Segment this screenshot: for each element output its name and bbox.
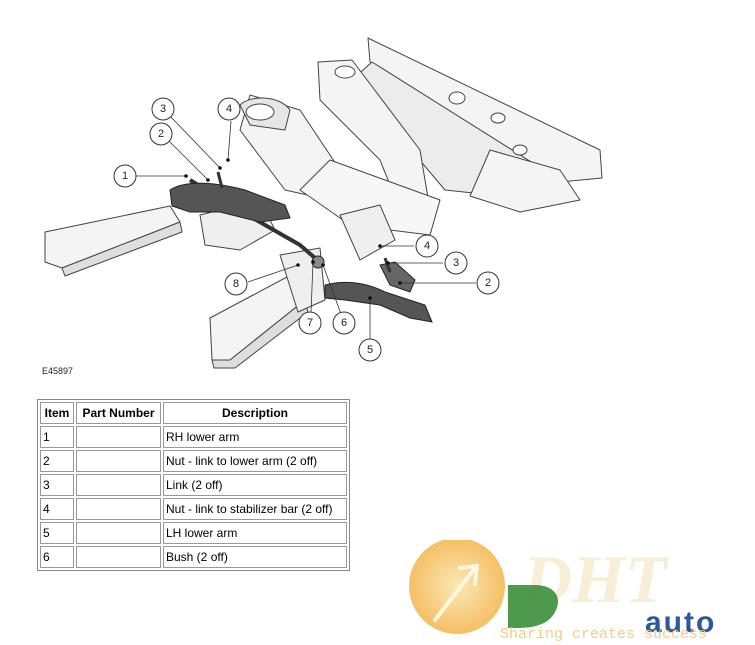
cell-item: 4 — [40, 498, 74, 520]
lh-arm-front — [379, 261, 416, 293]
callout-2-lh: 2 — [476, 271, 500, 295]
rh-lower-arm — [169, 182, 291, 223]
callout-2-rh: 2 — [149, 122, 173, 146]
cell-part-number — [76, 450, 161, 472]
header-item: Item — [40, 402, 74, 424]
brand-text: auto — [645, 606, 716, 639]
header-description: Description — [163, 402, 347, 424]
cell-item: 3 — [40, 474, 74, 496]
callout-4-rh: 4 — [217, 97, 241, 121]
callout-3-lh: 3 — [444, 251, 468, 275]
figure-code: E45897 — [42, 366, 74, 376]
header-part-number: Part Number — [76, 402, 161, 424]
table-row: 5 LH lower arm — [40, 522, 347, 544]
suspension-diagram: 1 2 3 4 5 6 7 8 2 3 4 — [44, 37, 603, 369]
svg-text:4: 4 — [424, 240, 430, 252]
callout-dots — [184, 158, 402, 300]
callout-7: 7 — [298, 311, 322, 335]
svg-text:7: 7 — [307, 317, 313, 329]
table-row: 4 Nut - link to stabilizer bar (2 off) — [40, 498, 347, 520]
cell-part-number — [76, 426, 161, 448]
svg-text:2: 2 — [485, 277, 491, 289]
svg-text:2: 2 — [158, 128, 164, 140]
cell-description: LH lower arm — [163, 522, 347, 544]
callout-1: 1 — [113, 164, 137, 188]
svg-text:8: 8 — [233, 278, 239, 290]
cell-item: 1 — [40, 426, 74, 448]
cell-description: RH lower arm — [163, 426, 347, 448]
cell-item: 5 — [40, 522, 74, 544]
callout-6: 6 — [332, 311, 356, 335]
svg-text:3: 3 — [453, 257, 459, 269]
cell-description: Nut - link to lower arm (2 off) — [163, 450, 347, 472]
callout-4-lh: 4 — [415, 234, 439, 258]
lh-link — [383, 257, 392, 273]
orange-circle-logo — [409, 540, 505, 634]
cell-item: 2 — [40, 450, 74, 472]
callout-3-rh: 3 — [151, 97, 175, 121]
subframe-illustration — [44, 37, 603, 369]
cell-item: 6 — [40, 546, 74, 568]
table-header-row: Item Part Number Description — [40, 402, 347, 424]
lh-lower-arm — [324, 281, 433, 323]
logo-text-glyph — [508, 585, 559, 628]
table-row: 6 Bush (2 off) — [40, 546, 347, 568]
arrow-icon — [433, 563, 480, 622]
callout-leaders — [136, 115, 476, 339]
table-row: 1 RH lower arm — [40, 426, 347, 448]
cell-part-number — [76, 474, 161, 496]
cell-description: Bush (2 off) — [163, 546, 347, 568]
cell-part-number — [76, 546, 161, 568]
table-row: 2 Nut - link to lower arm (2 off) — [40, 450, 347, 472]
cell-description: Link (2 off) — [163, 474, 347, 496]
cell-part-number — [76, 498, 161, 520]
svg-text:5: 5 — [367, 344, 373, 356]
parts-table: Item Part Number Description 1 RH lower … — [37, 399, 350, 571]
callout-5: 5 — [358, 338, 382, 362]
svg-text:4: 4 — [226, 103, 232, 115]
svg-text:1: 1 — [122, 170, 128, 182]
table-row: 3 Link (2 off) — [40, 474, 347, 496]
svg-text:3: 3 — [160, 103, 166, 115]
rh-link — [216, 171, 224, 189]
dht-auto-watermark: DHT auto Sharing creates success — [409, 540, 716, 643]
cell-part-number — [76, 522, 161, 544]
callout-8: 8 — [224, 272, 248, 296]
tagline-text: Sharing creates success — [500, 626, 707, 643]
svg-text:6: 6 — [341, 317, 347, 329]
cell-description: Nut - link to stabilizer bar (2 off) — [163, 498, 347, 520]
